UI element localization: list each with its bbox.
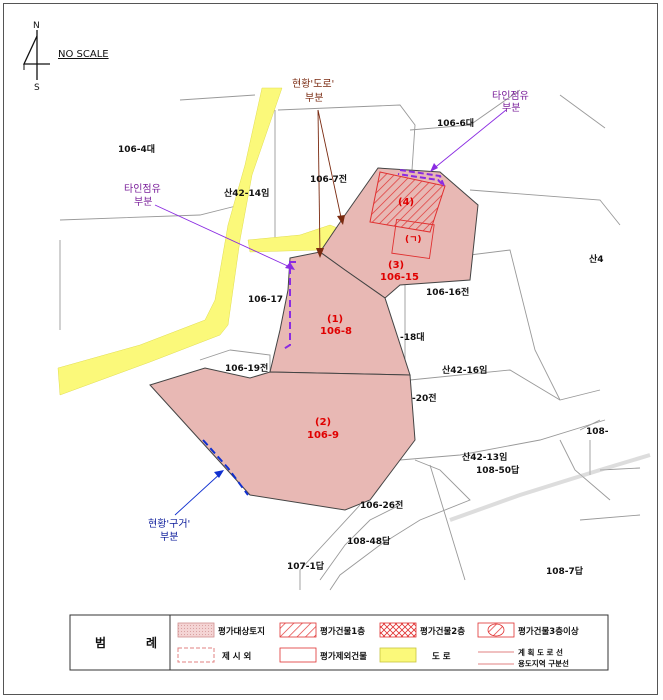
lot-label: 108-50답 bbox=[476, 464, 520, 476]
cadastral-lines bbox=[59, 89, 641, 591]
building-g bbox=[391, 219, 435, 259]
legend-swatch-bldg1 bbox=[279, 622, 317, 638]
occupy-left-annotation-bottom: 부분 bbox=[134, 196, 152, 208]
parcel-2-lot: 106-9 bbox=[307, 430, 339, 441]
annotation-arrows bbox=[154, 109, 507, 516]
legend-item: 계 획 도 로 선 bbox=[518, 647, 563, 657]
road-annotation-top: 현황'도로' bbox=[292, 78, 334, 90]
lot-label: -18대 bbox=[400, 331, 425, 343]
legend-item: 도 로 bbox=[432, 652, 451, 662]
legend-item: 제 시 외 bbox=[222, 651, 251, 662]
legend-title-b: 례 bbox=[146, 635, 157, 650]
lot-label: 106-7전 bbox=[310, 173, 347, 185]
arrow-heads bbox=[214, 163, 438, 478]
legend-swatch-target-land bbox=[177, 622, 215, 638]
legend-swatch-bldg2 bbox=[379, 622, 417, 638]
legend-item: 평가건물2층 bbox=[420, 626, 465, 637]
lot-label: 106-19전 bbox=[225, 362, 268, 374]
building-4 bbox=[369, 171, 446, 233]
lot-label: 산42-13임 bbox=[462, 451, 507, 463]
legend-swatch-excluded bbox=[177, 647, 215, 663]
map-frame bbox=[3, 3, 658, 695]
lot-label: 106-4대 bbox=[118, 143, 155, 155]
occupy-right-annotation-bottom: 부분 bbox=[502, 102, 520, 114]
occupy-left-annotation-top: 타인점유 bbox=[124, 183, 161, 195]
south-label: S bbox=[34, 83, 40, 93]
lot-label: 106-16전 bbox=[426, 286, 469, 298]
lot-label: 107-1답 bbox=[287, 560, 325, 572]
north-label: N bbox=[33, 21, 40, 31]
legend-title-a: 범 bbox=[95, 635, 106, 650]
lot-label: 108-48답 bbox=[347, 535, 391, 547]
legend-item: 용도지역 구분선 bbox=[518, 658, 569, 668]
legend-swatch-excluded-bldg bbox=[279, 647, 317, 663]
road-annotation-bottom: 부분 bbox=[305, 92, 323, 104]
occupy-line-left bbox=[281, 261, 296, 351]
lot-label: 106-6대 bbox=[437, 117, 474, 129]
lot-label: 산42-14임 bbox=[224, 187, 269, 199]
parcel-1-num: (1) bbox=[327, 314, 343, 325]
lot-label: 106-17 bbox=[248, 295, 283, 305]
ditch-annotation-top: 현황'구거' bbox=[148, 518, 190, 530]
legend-item: 평가건물3층이상 bbox=[518, 626, 579, 637]
lot-label: 108- bbox=[586, 427, 609, 437]
road-strip bbox=[57, 87, 283, 396]
north-arrow-icon bbox=[22, 30, 50, 80]
legend-item: 평가건물1층 bbox=[320, 626, 365, 637]
legend-item: 평가제외건물 bbox=[320, 651, 367, 662]
legend: 범 례 평가대상토지 평가건물1층 평가건물2층 평가건물3층이상 제 시 외 … bbox=[69, 614, 609, 671]
occupy-line-top bbox=[397, 169, 445, 187]
parcel-3-lot: 106-15 bbox=[380, 272, 419, 283]
lot-label: 산42-16임 bbox=[442, 364, 487, 376]
legend-swatch-bldg3 bbox=[477, 622, 515, 638]
lot-label: -20전 bbox=[412, 392, 437, 404]
lot-label: 106-26전 bbox=[360, 499, 403, 511]
occupy-right-annotation-top: 타인점유 bbox=[492, 90, 529, 102]
lot-label: 산4 bbox=[589, 253, 604, 265]
lot-label: 108-7답 bbox=[546, 565, 584, 577]
scale-note: NO SCALE bbox=[58, 49, 109, 60]
parcel-2-num: (2) bbox=[315, 417, 331, 428]
parcel-2 bbox=[149, 367, 416, 511]
legend-swatch-road bbox=[379, 647, 417, 663]
parcel-4-num: (4) bbox=[398, 197, 414, 208]
parcel-3-num: (3) bbox=[388, 260, 404, 271]
ditch-line bbox=[202, 439, 249, 496]
ditch-annotation-bottom: 부분 bbox=[160, 531, 178, 543]
building-g-num: (ㄱ) bbox=[405, 235, 422, 245]
parcel-1-lot: 106-8 bbox=[320, 326, 352, 337]
legend-item: 평가대상토지 bbox=[218, 626, 265, 637]
